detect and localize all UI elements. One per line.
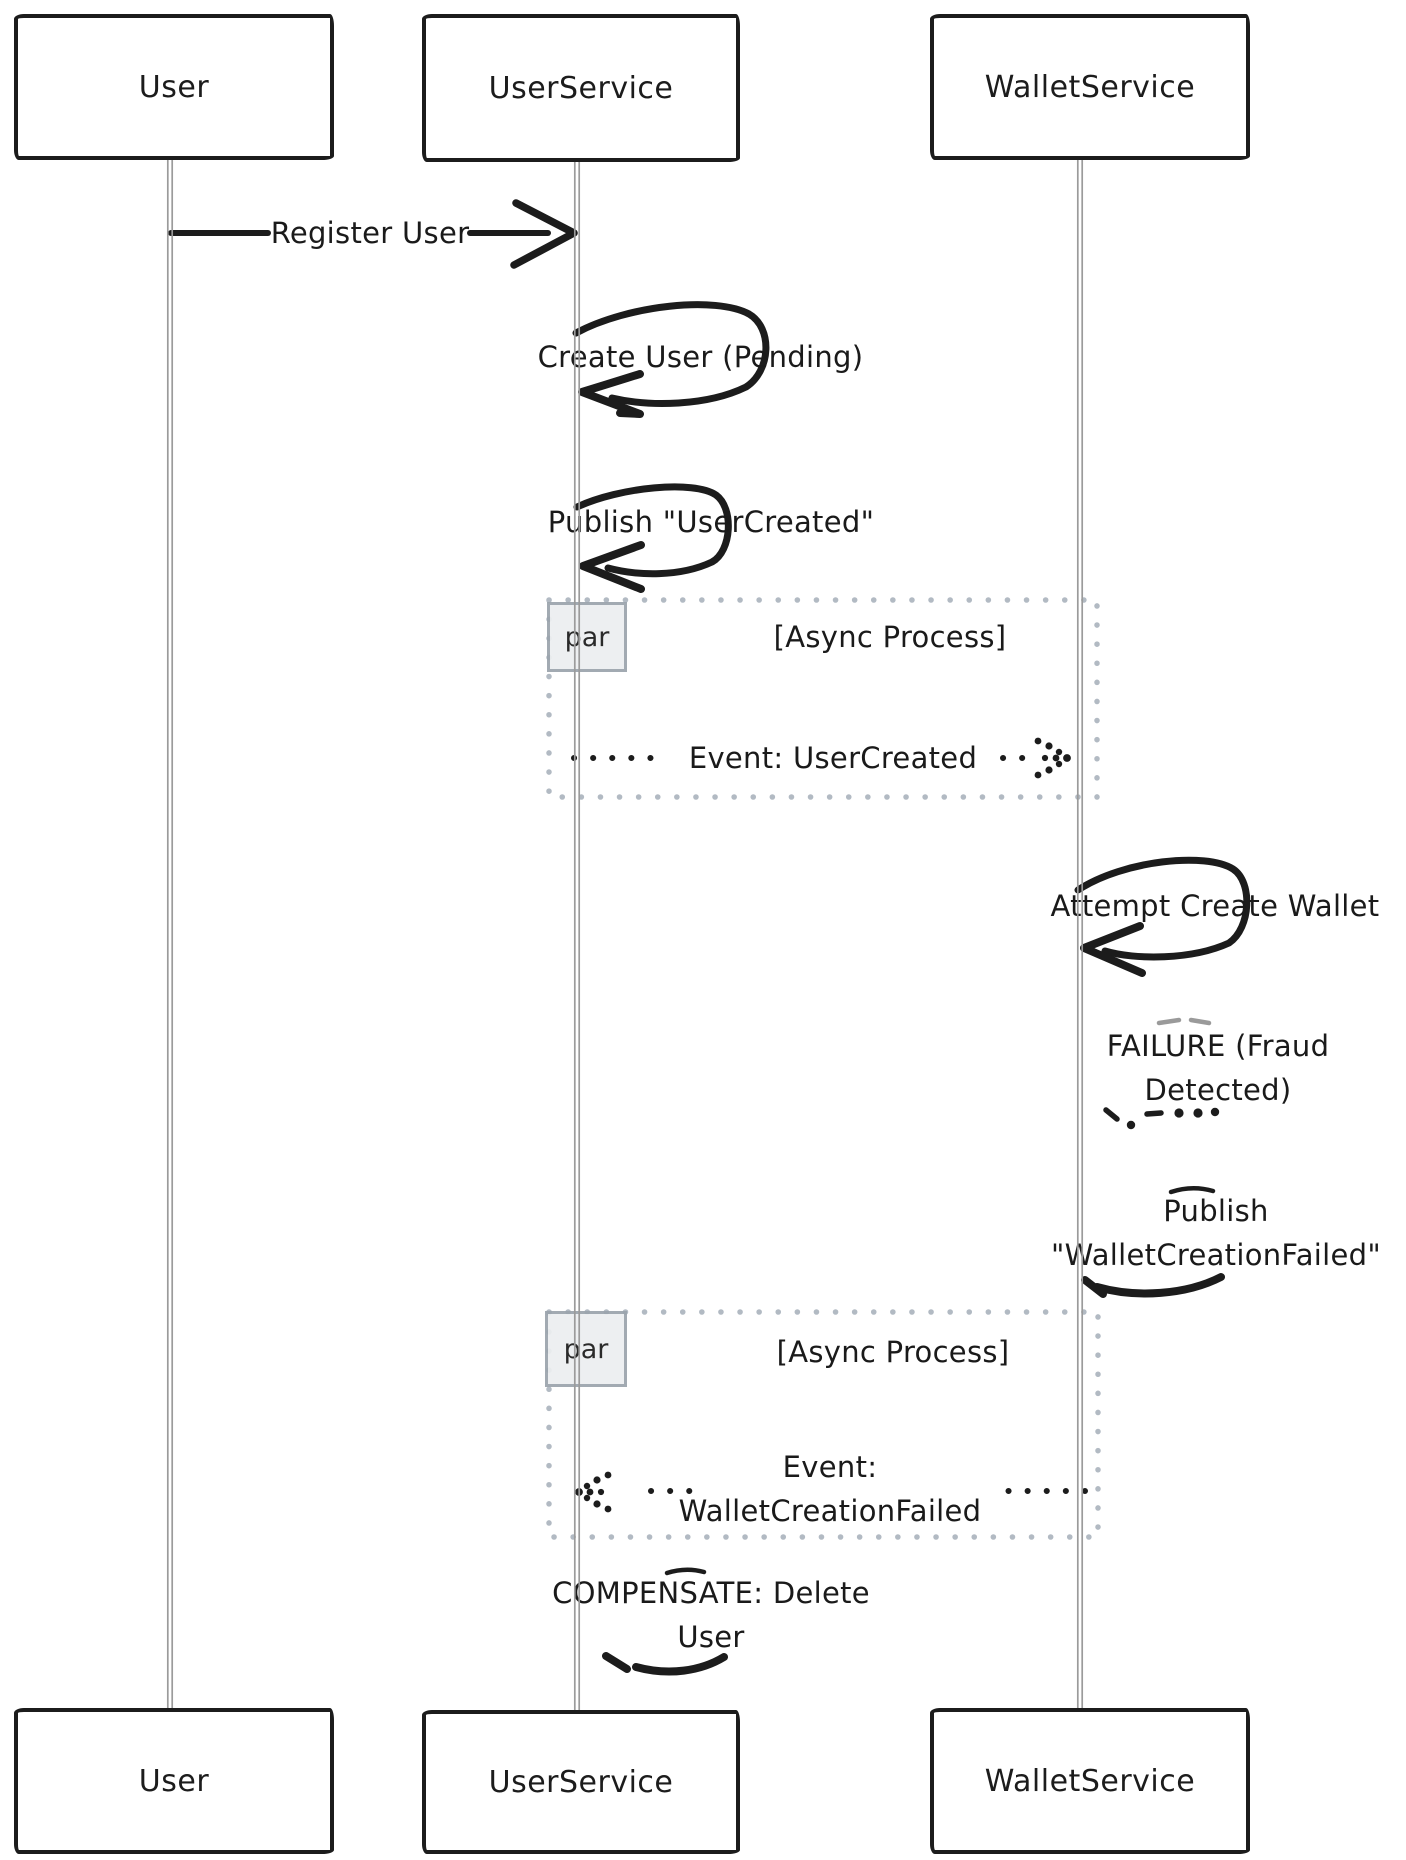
message-publish-usercreated: Publish "UserCreated" <box>547 505 875 539</box>
message-compensate-line2: User <box>677 1620 745 1654</box>
participant-walletservice-top: WalletService <box>930 14 1250 160</box>
event-walletfailed-scatter-arrowhead <box>575 1471 612 1513</box>
participant-walletservice-bottom-label: WalletService <box>984 1763 1196 1799</box>
message-failure: FAILURE (Fraud Detected) <box>1048 1024 1388 1112</box>
fragment-2-guard: [Async Process] <box>776 1335 1010 1369</box>
publish-usercreated-arrowhead <box>579 541 645 593</box>
compensate-underline <box>632 1653 728 1676</box>
message-failure-line2: Detected) <box>1144 1073 1292 1107</box>
participant-user-bottom: User <box>14 1708 334 1854</box>
participant-user-bottom-label: User <box>138 1763 210 1799</box>
message-event-walletfailed: Event: WalletCreationFailed <box>650 1445 1010 1533</box>
fragment-1-guard: [Async Process] <box>773 620 1007 654</box>
message-compensate: COMPENSATE: Delete User <box>531 1571 891 1659</box>
register-user-arrowhead <box>510 199 578 269</box>
participant-userservice-bottom-label: UserService <box>488 1764 674 1800</box>
participant-user-top-label: User <box>138 69 210 105</box>
lifeline-user <box>166 152 174 1710</box>
message-publish-walletfailed: Publish "WalletCreationFailed" <box>1037 1189 1395 1277</box>
participant-userservice-bottom: UserService <box>422 1710 740 1854</box>
failure-dashes-top <box>1156 1017 1212 1026</box>
event-usercreated-scatter-arrowhead <box>1034 737 1071 779</box>
message-attempt-create-wallet: Attempt Create Wallet <box>1050 889 1380 923</box>
message-create-user: Create User (Pending) <box>537 340 864 374</box>
message-compensate-line1: COMPENSATE: Delete <box>552 1576 870 1610</box>
message-register-user: Register User <box>270 216 470 250</box>
participant-user-top: User <box>14 14 334 160</box>
message-failure-line1: FAILURE (Fraud <box>1106 1029 1330 1063</box>
fragment-1-operator: par <box>547 602 627 672</box>
create-user-arrowhead <box>578 370 644 418</box>
lifeline-walletservice <box>1076 152 1084 1710</box>
attempt-create-wallet-arrowhead <box>1080 922 1146 977</box>
fragment-2-operator: par <box>545 1311 627 1387</box>
message-event-walletfailed-line1: Event: <box>782 1450 878 1484</box>
message-event-usercreated: Event: UserCreated <box>688 741 978 775</box>
participant-userservice-top: UserService <box>422 14 740 162</box>
participant-walletservice-top-label: WalletService <box>984 69 1196 105</box>
message-publish-walletfailed-line2: "WalletCreationFailed" <box>1050 1238 1382 1272</box>
publish-walletfailed-underline <box>1093 1273 1225 1298</box>
lifeline-userservice <box>573 154 581 1712</box>
message-event-walletfailed-line2: WalletCreationFailed <box>678 1494 982 1528</box>
participant-walletservice-bottom: WalletService <box>930 1708 1250 1854</box>
participant-userservice-top-label: UserService <box>488 70 674 106</box>
message-publish-walletfailed-line1: Publish <box>1163 1194 1269 1228</box>
